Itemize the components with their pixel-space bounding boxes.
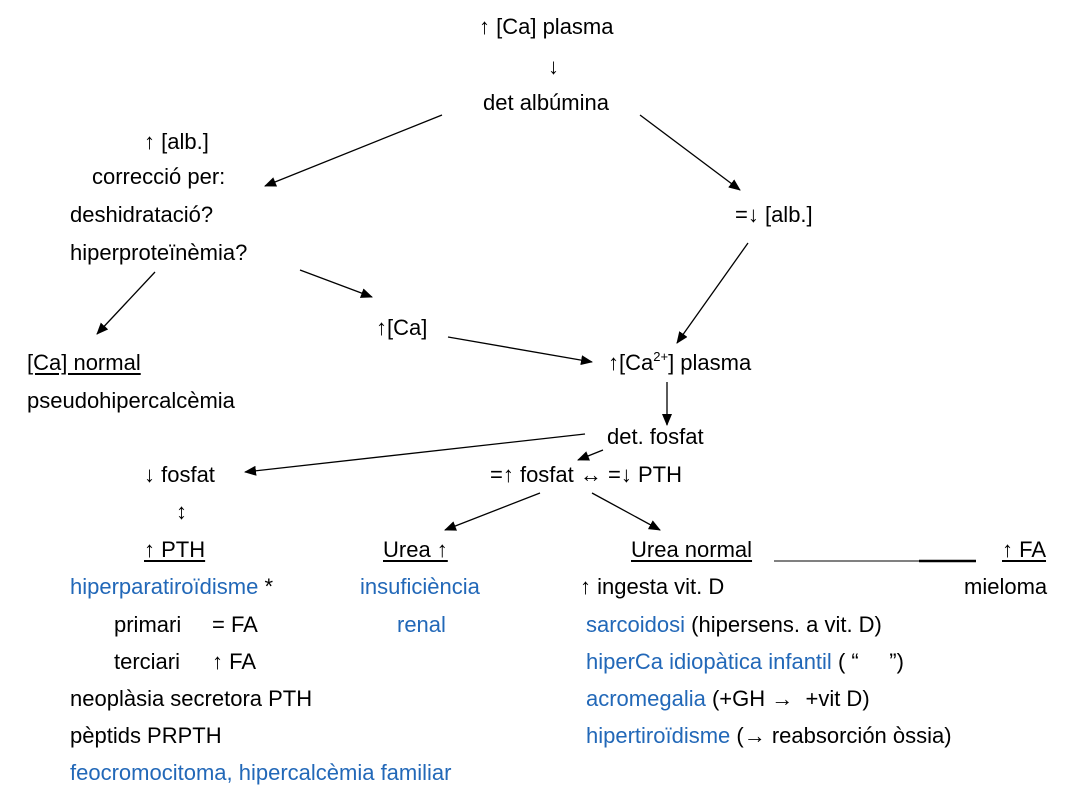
- acromegalia-label: acromegalia: [586, 686, 706, 711]
- arrow-albumina-to-alb-down: [639, 114, 741, 191]
- asterisk-mark: *: [264, 574, 273, 599]
- det-albumina-node: det albúmina: [483, 90, 609, 115]
- hipertiroidisme-label: hipertiroïdisme: [586, 723, 731, 748]
- updown-arrow-icon: ↕: [176, 499, 187, 524]
- correccio-per-label: correcció per:: [92, 164, 226, 189]
- pseudohipercalcemia-label: pseudohipercalcèmia: [27, 388, 235, 413]
- peptids-label: pèptids PRPTH: [70, 723, 222, 748]
- fosfat-eq-up-node: =↑ fosfat ↔ =↓ PTH: [490, 462, 682, 487]
- down-arrow-icon: ↓: [548, 54, 559, 79]
- arrow-hiperprot-to-ca-up: [299, 269, 373, 298]
- arrow-alb-down-to-ca2: [676, 242, 749, 344]
- acromegalia-item: acromegalia (+GH → +vit D): [586, 686, 870, 712]
- ingesta-label: ↑ ingesta vit. D: [580, 574, 725, 599]
- arrow-hiperprot-to-ca-normal: [96, 271, 156, 335]
- primari-fa-label: = FA: [212, 612, 258, 637]
- hiperparatiroidisme-label: hiperparatiroïdisme: [70, 574, 259, 599]
- ca2-plasma-post: ] plasma: [668, 350, 752, 375]
- primari-label: primari: [114, 612, 182, 637]
- feocromocitoma-label: feocromocitoma, hipercalcèmia familiar: [70, 760, 452, 785]
- ca-plasma-node: ↑ [Ca] plasma: [479, 14, 614, 39]
- hipertiroidisme-item: hipertiroïdisme (→ reabsorción òssia): [586, 723, 952, 749]
- arrow-albumina-to-alb-up: [264, 114, 443, 187]
- arrow-ca-up-to-ca2: [447, 336, 593, 366]
- arrow-det-fosfat-to-fosfat-eq: [577, 449, 604, 461]
- ca-normal-node: [Ca] normal: [27, 350, 141, 375]
- insuficiencia-label: insuficiència: [360, 574, 480, 599]
- alb-up-node: ↑ [alb.]: [144, 129, 209, 154]
- hiperca-note: ( “ ”): [831, 649, 904, 674]
- ca-up-node: ↑[Ca]: [376, 315, 428, 340]
- arrow-fosfat-eq-to-urea-up: [444, 492, 541, 531]
- hiperca-label: hiperCa idiopàtica infantil: [586, 649, 832, 674]
- hiperparatiroidisme-item: hiperparatiroïdisme *: [70, 574, 273, 600]
- ca2-plasma-charge: 2+: [653, 349, 669, 364]
- urea-normal-node: Urea normal: [631, 537, 753, 562]
- fa-up-node: ↑ FA: [1002, 537, 1047, 562]
- neoplasia-label: neoplàsia secretora PTH: [70, 686, 313, 711]
- urea-up-node: Urea ↑: [383, 537, 448, 562]
- ca2-plasma-node: ↑[Ca2+] plasma: [608, 350, 751, 376]
- renal-label: renal: [397, 612, 446, 637]
- pth-up-node: ↑ PTH: [144, 537, 206, 562]
- hipertiroidisme-note: (→ reabsorción òssia): [730, 723, 952, 748]
- sarcoidosi-label: sarcoidosi: [586, 612, 686, 637]
- terciari-label: terciari: [114, 649, 181, 674]
- terciari-fa-label: ↑ FA: [212, 649, 257, 674]
- arrow-det-fosfat-to-fosfat-down: [244, 433, 586, 476]
- sarcoidosi-item: sarcoidosi (hipersens. a vit. D): [586, 612, 882, 638]
- deshidratacio-label: deshidratació?: [70, 202, 214, 227]
- acromegalia-note: (+GH → +vit D): [705, 686, 870, 711]
- mieloma-label: mieloma: [964, 574, 1048, 599]
- alb-eq-down-node: =↓ [alb.]: [735, 202, 813, 227]
- hiperca-item: hiperCa idiopàtica infantil ( “ ”): [586, 649, 904, 675]
- fosfat-down-node: ↓ fosfat: [144, 462, 215, 487]
- arrow-fosfat-eq-to-urea-normal: [591, 492, 661, 531]
- det-fosfat-node: det. fosfat: [607, 424, 704, 449]
- hiperproteinemia-label: hiperproteïnèmia?: [70, 240, 248, 265]
- ca2-plasma-pre: ↑[Ca: [608, 350, 654, 375]
- sarcoidosi-note: (hipersens. a vit. D): [685, 612, 882, 637]
